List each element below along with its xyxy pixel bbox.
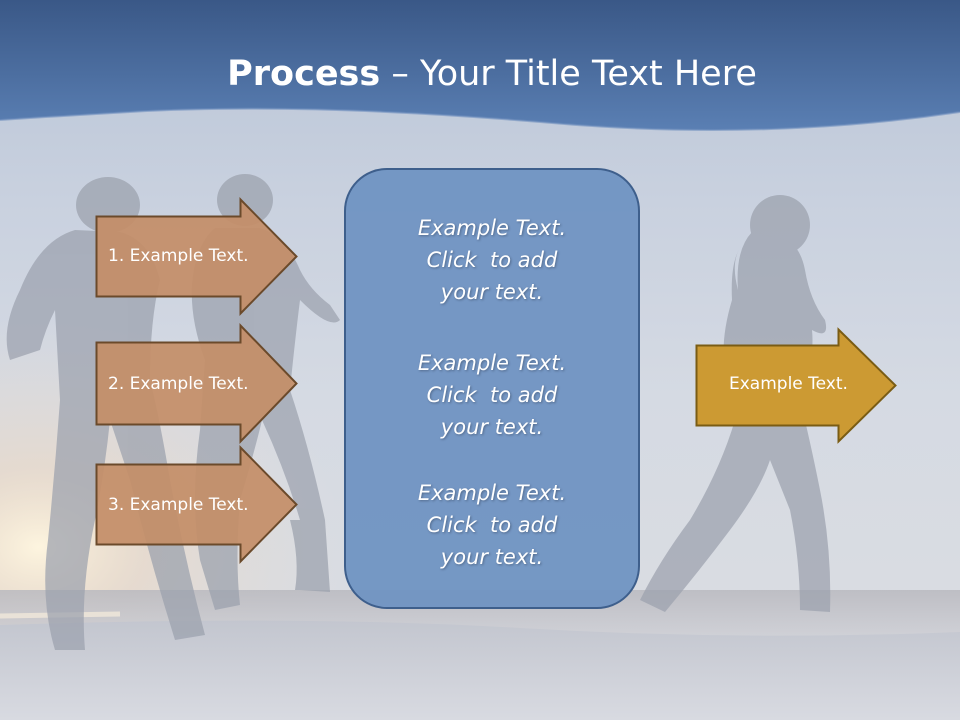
center-text-block-1: Example Text. Click to add your text. (345, 212, 639, 308)
center-text-block-2: Example Text. Click to add your text. (345, 347, 639, 443)
center-text-line: your text. (440, 415, 544, 439)
center-text-line: Example Text. (417, 481, 567, 505)
center-text-line: Example Text. (417, 216, 567, 240)
center-text-block-3: Example Text. Click to add your text. (345, 477, 639, 573)
center-text-line: your text. (440, 545, 544, 569)
center-text-line: Example Text. (417, 351, 567, 375)
result-arrow[interactable] (695, 327, 897, 444)
page-title: Process – Your Title Text Here (0, 52, 960, 96)
result-arrow-label: Example Text. (729, 374, 848, 394)
title-bold: Process (227, 54, 381, 94)
header-wave-edge (0, 107, 960, 131)
center-text-line: your text. (440, 280, 544, 304)
process-arrow-2[interactable] (95, 323, 298, 444)
left-arrows (95, 197, 298, 564)
center-text-line: Click to add (426, 248, 558, 272)
header-wave (0, 0, 960, 130)
title-rest: – Your Title Text Here (380, 54, 757, 94)
process-arrow-3[interactable] (95, 445, 298, 564)
center-text-box[interactable] (344, 168, 640, 609)
process-arrow-1[interactable] (95, 197, 298, 316)
center-text-line: Click to add (426, 383, 558, 407)
arrow-1-label: 1. Example Text. (108, 246, 249, 266)
arrow-2-label: 2. Example Text. (108, 374, 249, 394)
arrow-3-label: 3. Example Text. (108, 495, 249, 515)
ground (0, 620, 960, 720)
center-text-line: Click to add (426, 513, 558, 537)
